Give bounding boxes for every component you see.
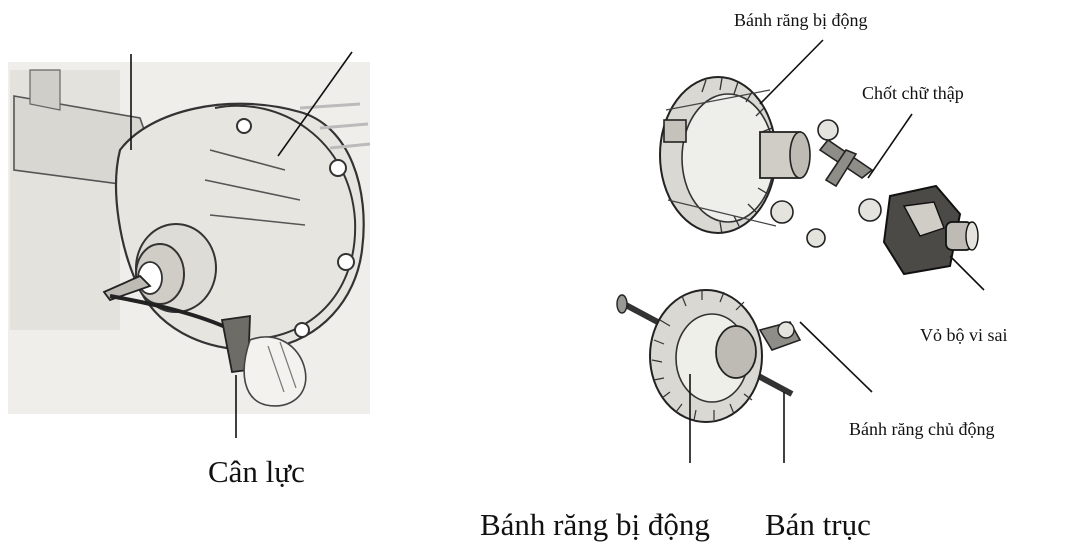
- label-drive-pinion: Bánh răng chủ động: [849, 420, 994, 438]
- label-driven-gear-top: Bánh răng bị động: [734, 11, 867, 29]
- label-half-shaft: Bán trục: [765, 509, 871, 540]
- differential-housing-sketch: [8, 62, 370, 414]
- final-drive-assembly-sketch: [617, 290, 800, 422]
- label-torque-scale: Cân lực: [208, 456, 305, 487]
- label-differential-case: Vỏ bộ vi sai: [920, 326, 1008, 344]
- label-cross-pin: Chốt chữ thập: [862, 84, 964, 102]
- exploded-differential-sketch: [660, 77, 978, 274]
- label-driven-gear-bottom: Bánh răng bị động: [480, 509, 710, 540]
